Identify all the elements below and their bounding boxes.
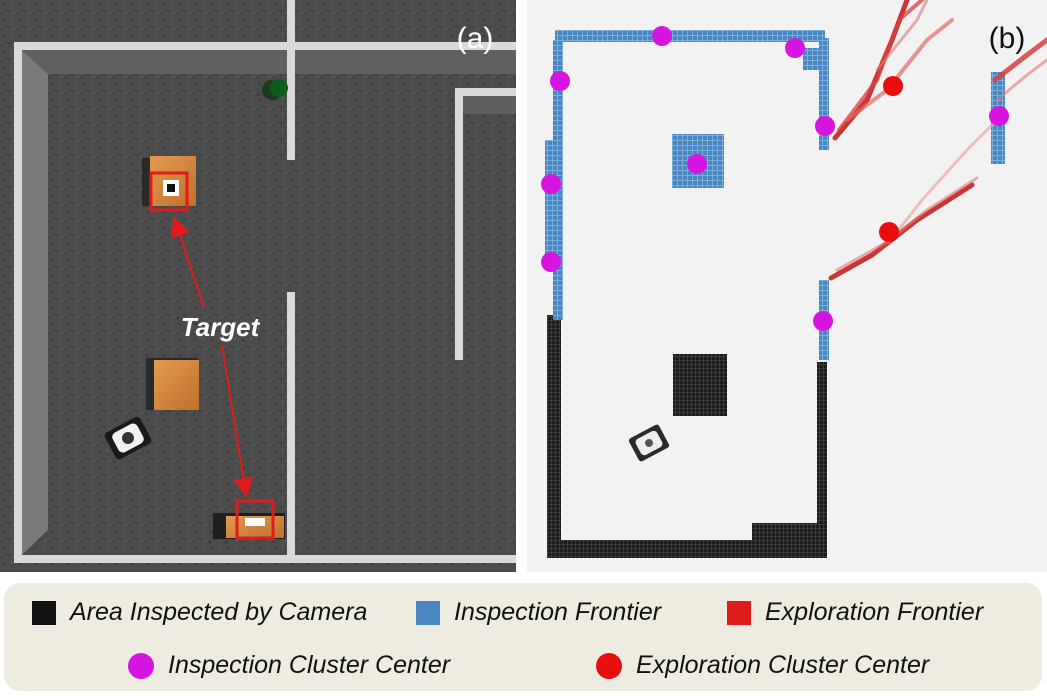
target-highlight-1 <box>149 171 189 212</box>
inspection-cluster-center <box>687 154 707 174</box>
exploration-cluster-center <box>883 76 903 96</box>
map-view: (b) <box>527 0 1047 572</box>
black-square-icon <box>32 600 56 625</box>
target-highlight-2 <box>235 499 275 540</box>
legend-label: Area Inspected by Camera <box>70 598 368 626</box>
arrow-to-target-2 <box>221 344 254 498</box>
inspection-frontier-left-2 <box>545 140 555 260</box>
panel-a-simulation: Target (a) <box>0 0 516 572</box>
panel-a-label: (a) <box>457 22 494 55</box>
exploration-cluster-center <box>879 222 899 242</box>
legend-label: Inspection Cluster Center <box>168 651 451 679</box>
marker-tag-2 <box>245 518 265 526</box>
red-square-icon <box>727 600 751 625</box>
exploration-cluster-centers <box>879 76 903 242</box>
wall-top-side <box>22 50 516 74</box>
legend-label: Inspection Frontier <box>454 598 662 626</box>
magenta-circle-icon <box>128 652 154 679</box>
legend-item-inspection-frontier: Inspection Frontier <box>416 598 661 627</box>
inspection-frontier-corner <box>803 48 823 70</box>
inspected-right-wall <box>817 362 827 552</box>
inspected-box <box>673 354 727 416</box>
inspection-cluster-center <box>541 174 561 194</box>
inspection-cluster-centers <box>541 26 1009 331</box>
wall-top <box>14 42 516 50</box>
wall-left <box>14 42 22 562</box>
inspection-cluster-center <box>541 252 561 272</box>
target-label: Target <box>181 312 261 342</box>
green-object-top <box>270 79 288 97</box>
map-background <box>527 0 1047 572</box>
inspection-cluster-center <box>785 38 805 58</box>
blue-square-icon <box>416 600 440 625</box>
box-2 <box>154 360 199 410</box>
inspected-bottom-wall <box>547 540 827 558</box>
floor <box>0 0 516 572</box>
inner-wall-1 <box>287 0 295 160</box>
arrow-to-target-1 <box>170 216 205 309</box>
simulation-view: Target (a) <box>0 0 516 572</box>
robot <box>104 416 152 460</box>
inspection-cluster-center <box>652 26 672 46</box>
inspected-corner <box>752 523 822 543</box>
inspection-frontier-top <box>555 30 825 42</box>
legend-label: Exploration Cluster Center <box>636 651 930 679</box>
legend-item-area-inspected: Area Inspected by Camera <box>32 598 367 627</box>
panel-b-map: (b) <box>527 0 1047 572</box>
inspection-cluster-center <box>815 116 835 136</box>
panel-b-label: (b) <box>989 22 1026 55</box>
legend-item-inspection-cluster-center: Inspection Cluster Center <box>128 651 450 680</box>
inner-wall-shadow <box>463 96 516 114</box>
box-3 <box>226 516 284 538</box>
inspected-left-wall <box>547 315 561 558</box>
marker-tag-1-code <box>167 184 175 192</box>
legend-item-exploration-cluster-center: Exploration Cluster Center <box>596 651 929 680</box>
wall-bottom <box>14 555 516 563</box>
red-circle-icon <box>596 652 622 679</box>
map-robot <box>628 424 670 462</box>
inner-wall-2 <box>287 292 295 562</box>
inspection-cluster-center <box>550 71 570 91</box>
inspection-frontier-right <box>819 38 829 150</box>
inspection-cluster-center <box>989 106 1009 126</box>
wall-left-side <box>22 50 48 555</box>
inspection-cluster-center <box>813 311 833 331</box>
inner-wall-4 <box>455 88 516 96</box>
legend-label: Exploration Frontier <box>765 598 984 626</box>
legend: Area Inspected by Camera Inspection Fron… <box>4 583 1042 691</box>
inner-wall-3 <box>455 88 463 360</box>
legend-item-exploration-frontier: Exploration Frontier <box>727 598 983 627</box>
